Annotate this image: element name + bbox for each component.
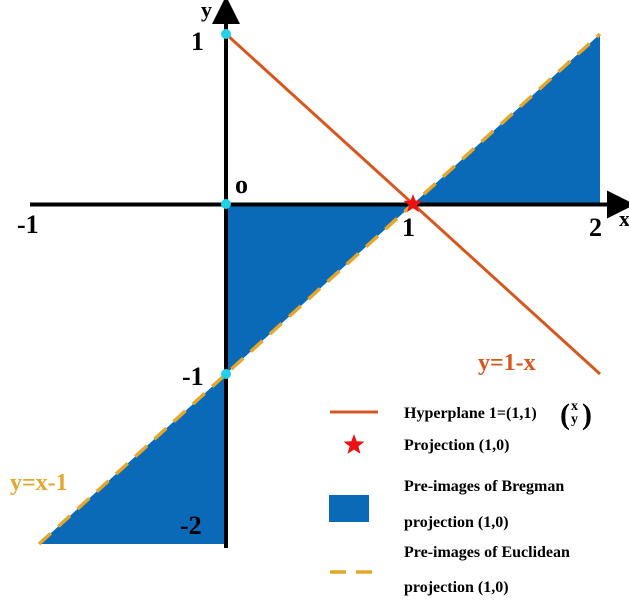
- legend-euclidean-line1: Pre-images of Euclidean: [404, 544, 570, 561]
- point-0-minus1: [221, 369, 231, 379]
- hyperplane-equation-label: y=1-x: [478, 350, 536, 376]
- projection-star-icon: [403, 194, 423, 213]
- legend-projection-text: Projection (1,0): [404, 437, 509, 454]
- y-tick-minus1: -1: [182, 362, 204, 391]
- legend-vector-paren-close: ): [582, 398, 592, 431]
- euclidean-equation-label: y=x-1: [10, 470, 68, 496]
- point-origin: [221, 199, 231, 209]
- euclidean-dashed-line: [37, 32, 602, 546]
- red-star-icon: [343, 434, 365, 454]
- x-tick-2: 2: [589, 213, 602, 242]
- legend-bregman-line2: projection (1,0): [404, 514, 509, 531]
- point-0-1: [221, 29, 231, 39]
- legend: Hyperplane 1=(1,1) ( x y ) Projection (1…: [329, 398, 592, 596]
- legend-euclidean-line2: projection (1,0): [404, 579, 509, 596]
- legend-vector-paren-open: (: [560, 398, 570, 431]
- origin-label: o: [235, 170, 248, 199]
- y-axis-label: y: [201, 0, 212, 22]
- legend-vector-x: x: [571, 399, 578, 414]
- blue-square-icon: [329, 495, 369, 522]
- x-tick-1: 1: [402, 213, 415, 242]
- y-tick-minus2: -2: [180, 511, 202, 540]
- x-axis-label: x: [619, 206, 629, 231]
- axes: [30, 0, 629, 548]
- legend-hyperplane-text: Hyperplane 1=(1,1): [404, 405, 537, 422]
- x-tick-minus1: -1: [17, 210, 39, 239]
- y-tick-1: 1: [191, 27, 204, 56]
- legend-bregman-line1: Pre-images of Bregman: [404, 478, 564, 495]
- legend-vector-y: y: [571, 412, 578, 427]
